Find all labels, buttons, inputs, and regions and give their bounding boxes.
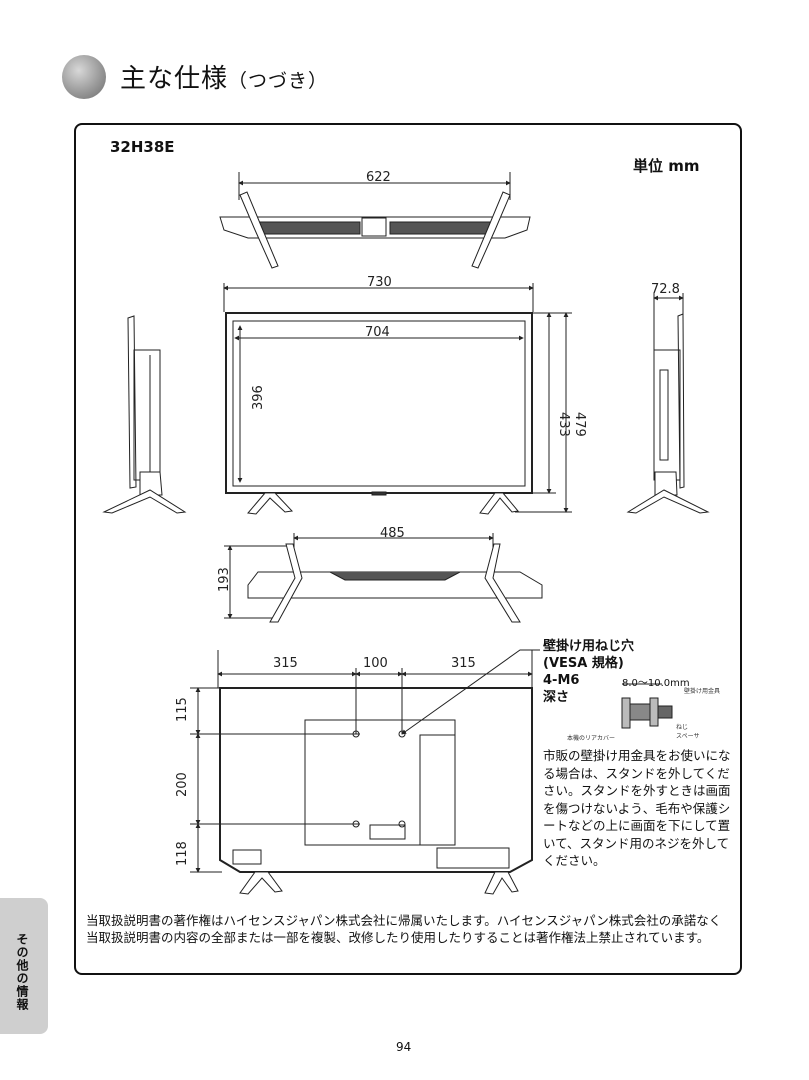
dim-vesa-center: 100 xyxy=(363,656,388,671)
vesa-title-line2: (VESA 規格) xyxy=(543,656,624,671)
vesa-title-line3: 4-M6 xyxy=(543,673,580,688)
dim-vesa-top: 115 xyxy=(175,697,190,722)
dim-stand-depth: 193 xyxy=(217,567,232,592)
dim-height-total: 479 xyxy=(572,412,587,437)
dim-stand-span: 622 xyxy=(366,170,391,185)
wall-mount-note: 市販の壁掛け用金具をお使いになる場合は、スタンドを外してください。スタンドを外す… xyxy=(543,748,731,868)
dim-height-body: 433 xyxy=(556,412,571,437)
vesa-title-line4: 深さ xyxy=(543,690,570,705)
left-side-view xyxy=(102,315,187,514)
dim-depth: 72.8 xyxy=(651,282,680,297)
right-side-view xyxy=(626,293,710,514)
copyright-notice: 当取扱説明書の著作権はハイセンスジャパン株式会社に帰属いたします。ハイセンスジャ… xyxy=(86,913,722,945)
dim-vesa-left: 315 xyxy=(273,656,298,671)
side-tab: その他の情報 xyxy=(0,898,48,1034)
page-title-sub: （つづき） xyxy=(228,70,329,92)
vesa-title-line1: 壁掛け用ねじ穴 xyxy=(543,639,635,654)
screw-detail xyxy=(621,683,673,729)
bottom-view xyxy=(224,533,543,623)
page-title: 主な仕様（つづき） xyxy=(120,58,328,95)
page-title-main: 主な仕様 xyxy=(120,64,229,94)
rear-view xyxy=(190,649,540,895)
top-view xyxy=(219,172,531,269)
label-spacer: スペーサ xyxy=(676,733,700,740)
heading-bullet xyxy=(62,55,106,99)
dim-vesa-mid: 200 xyxy=(175,772,190,797)
dim-height-screen: 396 xyxy=(251,385,266,410)
spec-frame xyxy=(74,123,742,975)
vesa-title: 壁掛け用ねじ穴 (VESA 規格) 4-M6 深さ xyxy=(543,638,634,706)
unit-label: 単位 mm xyxy=(633,157,700,175)
dim-width-total: 730 xyxy=(367,275,392,290)
vesa-depth-range: 8.0～10.0mm xyxy=(622,678,690,689)
label-bracket: 壁掛け用金具 xyxy=(684,688,721,695)
label-rear-cover: 本機のリアカバー xyxy=(567,735,616,742)
dim-vesa-bottom: 118 xyxy=(175,841,190,866)
page-number: 94 xyxy=(396,1040,412,1054)
front-view xyxy=(223,283,572,515)
model-name: 32H38E xyxy=(110,138,175,156)
dim-width-screen: 704 xyxy=(365,325,390,340)
side-tab-label: その他の情報 xyxy=(15,933,29,1011)
label-screw: ねじ xyxy=(676,724,689,731)
dim-stand-width: 485 xyxy=(380,526,405,541)
dim-vesa-right: 315 xyxy=(451,656,476,671)
